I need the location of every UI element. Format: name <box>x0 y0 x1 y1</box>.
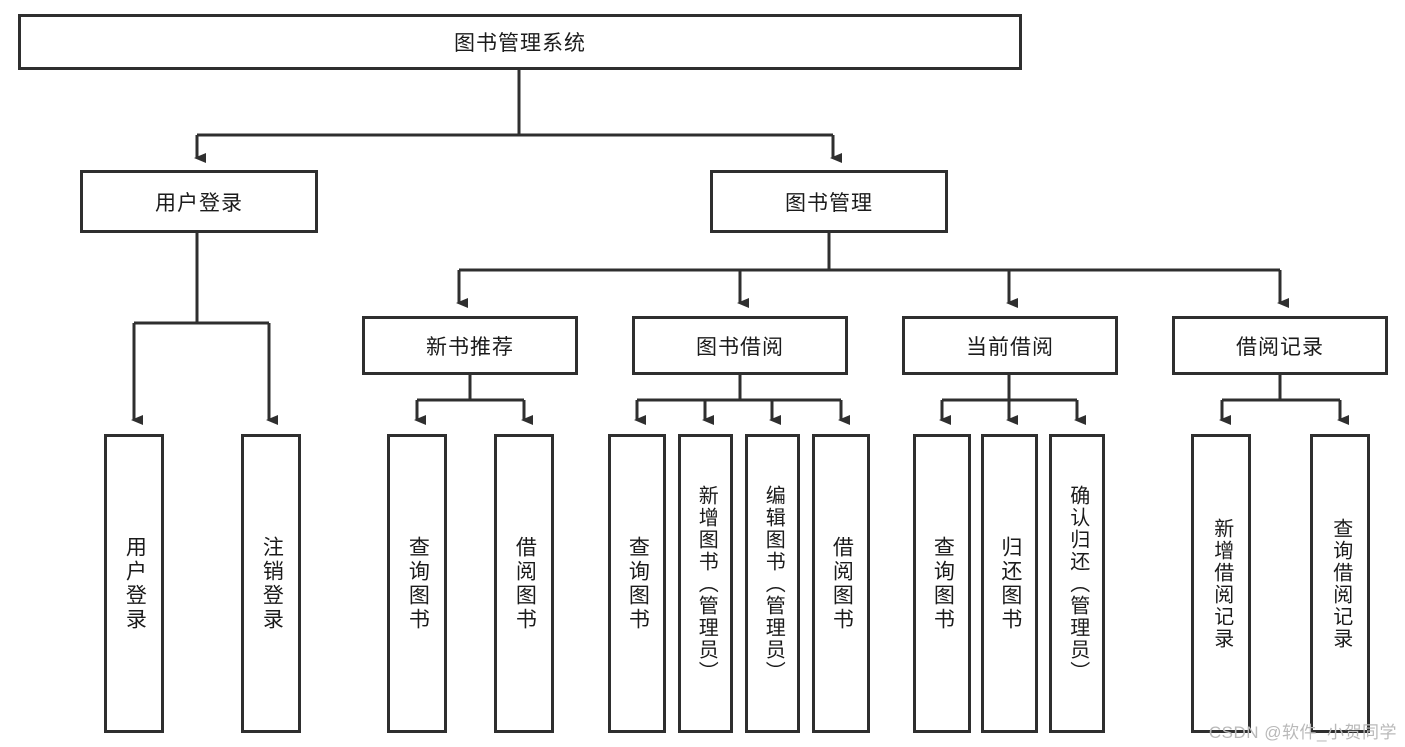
node-label: 借阅图书 <box>513 535 537 632</box>
node-label: 确认归还（管理员） <box>1066 484 1089 683</box>
node-label: 查询图书 <box>931 535 955 632</box>
leaf-query-book-borrow[interactable]: 查询图书 <box>608 434 666 733</box>
node-book-management[interactable]: 图书管理 <box>710 170 948 233</box>
node-current-borrow[interactable]: 当前借阅 <box>902 316 1118 375</box>
node-label: 查询借阅记录 <box>1329 517 1352 650</box>
leaf-user-login[interactable]: 用户登录 <box>104 434 164 733</box>
leaf-edit-book-admin[interactable]: 编辑图书（管理员） <box>745 434 800 733</box>
leaf-add-borrow-record[interactable]: 新增借阅记录 <box>1191 434 1251 733</box>
node-label: 借阅记录 <box>1236 335 1324 359</box>
node-label: 用户登录 <box>155 191 243 215</box>
leaf-add-book-admin[interactable]: 新增图书（管理员） <box>678 434 733 733</box>
node-label: 用户登录 <box>123 535 147 632</box>
node-label: 借阅图书 <box>830 535 854 632</box>
node-label: 图书管理 <box>785 191 873 215</box>
node-label: 图书借阅 <box>696 335 784 359</box>
node-label: 查询图书 <box>406 535 430 632</box>
node-label: 新书推荐 <box>426 335 514 359</box>
leaf-return-book[interactable]: 归还图书 <box>981 434 1038 733</box>
node-new-book-recommend[interactable]: 新书推荐 <box>362 316 578 375</box>
node-label: 新增借阅记录 <box>1210 517 1233 650</box>
leaf-query-borrow-record[interactable]: 查询借阅记录 <box>1310 434 1370 733</box>
leaf-borrow-book-new[interactable]: 借阅图书 <box>494 434 554 733</box>
node-label: 注销登录 <box>260 535 284 632</box>
node-label: 查询图书 <box>626 535 650 632</box>
node-book-borrow[interactable]: 图书借阅 <box>632 316 848 375</box>
leaf-query-book-new[interactable]: 查询图书 <box>387 434 447 733</box>
node-borrow-record[interactable]: 借阅记录 <box>1172 316 1388 375</box>
node-user-login[interactable]: 用户登录 <box>80 170 318 233</box>
node-label: 图书管理系统 <box>454 32 586 55</box>
node-root-system[interactable]: 图书管理系统 <box>18 14 1022 70</box>
node-label: 新增图书（管理员） <box>695 484 718 683</box>
leaf-borrow-book[interactable]: 借阅图书 <box>812 434 870 733</box>
leaf-query-book-current[interactable]: 查询图书 <box>913 434 971 733</box>
leaf-confirm-return-admin[interactable]: 确认归还（管理员） <box>1049 434 1105 733</box>
node-label: 归还图书 <box>998 535 1022 632</box>
node-label: 当前借阅 <box>966 335 1054 359</box>
leaf-logout[interactable]: 注销登录 <box>241 434 301 733</box>
node-label: 编辑图书（管理员） <box>762 484 785 683</box>
